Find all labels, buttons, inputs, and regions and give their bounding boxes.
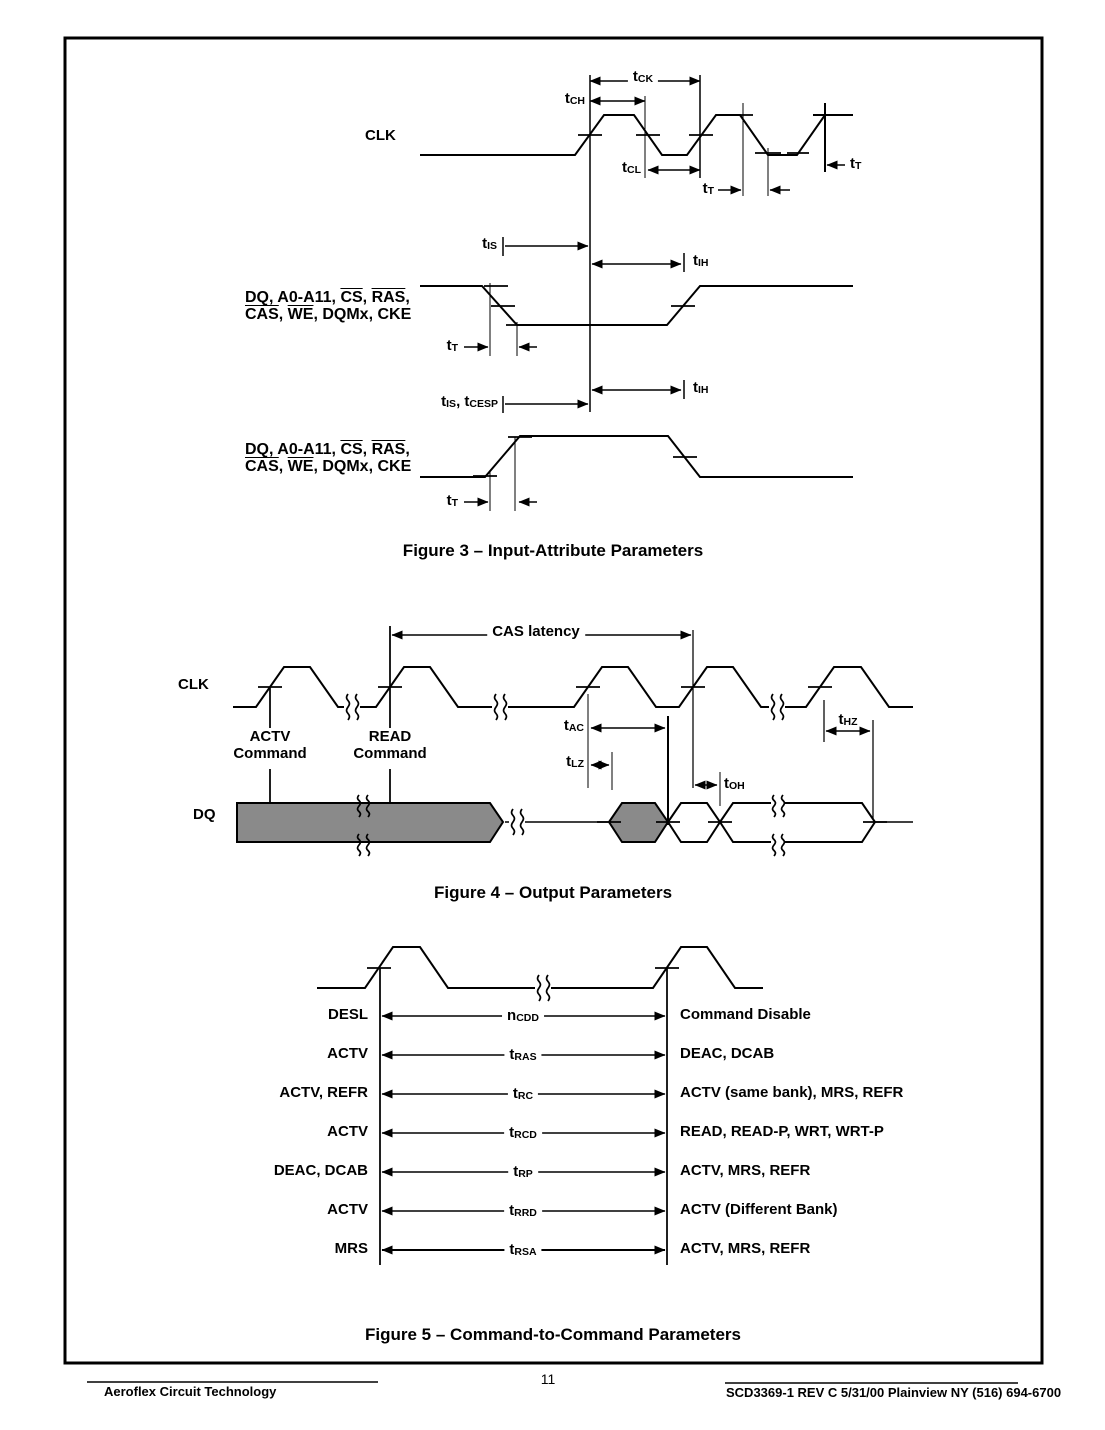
fig3-bus2-label: DQ, A0-A11, CS, RAS, CAS, WE, DQMx, CKE	[245, 441, 411, 475]
clk-break-marks	[344, 693, 785, 721]
fig5-row-from: ACTV	[327, 1123, 368, 1140]
footer-docref: SCD3369-1 REV C 5/31/00 Plainview NY (51…	[726, 1385, 1062, 1400]
fig5-row-from: ACTV, REFR	[279, 1084, 368, 1101]
fig3-tt-label-bus2: tT	[446, 492, 458, 509]
bus-label-line2: CAS, WE, DQMx, CKE	[245, 458, 412, 475]
fig3-bus2-waveform	[420, 435, 853, 478]
fig5-row-to: ACTV, MRS, REFR	[680, 1240, 811, 1257]
fig3-clk-waveform	[420, 114, 826, 156]
fig3-tis-tcesp-label: tIS, tCESP	[441, 393, 498, 410]
figure5-caption: Figure 5 – Command-to-Command Parameters	[365, 1325, 741, 1344]
bus-label-line1: DQ, A0-A11, CS, RAS,	[245, 289, 410, 306]
fig3-tt-label-right: tT	[850, 155, 862, 172]
dq-bar-break-marks	[356, 794, 371, 857]
fig5-row-from: DEAC, DCAB	[273, 1162, 368, 1179]
fig5-row-param: tRC	[507, 1085, 539, 1103]
fig4-tlz-label: tLZ	[566, 753, 584, 770]
figure4-art	[233, 626, 913, 857]
fig3-tck-label: tCK	[627, 68, 659, 86]
fig4-toh-label: tOH	[724, 775, 745, 792]
fig4-thz-label: tHZ	[838, 711, 858, 728]
fig5-row-param: tRSA	[504, 1241, 542, 1259]
fig3-tcl-label: tCL	[622, 159, 641, 176]
fig5-row-to: ACTV (Different Bank)	[680, 1201, 838, 1218]
fig5-row-from: MRS	[334, 1240, 368, 1257]
fig5-row-to: READ, READ-P, WRT, WRT-P	[680, 1123, 884, 1140]
fig5-row-to: ACTV, MRS, REFR	[680, 1162, 811, 1179]
fig3-tih-label-2: tIH	[693, 379, 709, 396]
fig3-clk-label: CLK	[365, 127, 396, 144]
fig4-clk-label: CLK	[178, 676, 209, 693]
fig3-tih-label-1: tIH	[693, 252, 709, 269]
fig3-tt-label-bus1: tT	[446, 337, 458, 354]
fig5-row-from: ACTV	[327, 1201, 368, 1218]
figure3-art	[420, 75, 853, 511]
footer-page-number: 11	[540, 1371, 556, 1387]
fig4-dq-bar	[236, 802, 505, 843]
footer-company: Aeroflex Circuit Technology	[104, 1384, 277, 1399]
figure4-caption: Figure 4 – Output Parameters	[433, 883, 673, 902]
fig4-cas-latency-label: CAS latency	[487, 623, 585, 641]
fig5-row-param: tRCD	[504, 1124, 542, 1142]
figure3-caption: Figure 3 – Input-Attribute Parameters	[402, 541, 704, 560]
fig5-row-from: ACTV	[327, 1045, 368, 1062]
page-border	[63, 36, 1044, 1365]
fig5-row-param: nCDD	[502, 1007, 544, 1025]
fig3-tis-label-1: tIS	[482, 235, 497, 252]
bus-label-line1: DQ, A0-A11, CS, RAS,	[245, 441, 410, 458]
fig3-tt-label-left: tT	[702, 180, 714, 197]
fig5-row-param: tRRD	[504, 1202, 542, 1220]
fig5-row-from: DESL	[327, 1006, 368, 1023]
fig5-row-to: ACTV (same bank), MRS, REFR	[680, 1084, 904, 1101]
fig3-bus1-waveform	[420, 285, 853, 326]
fig3-bus1-label: DQ, A0-A11, CS, RAS, CAS, WE, DQMx, CKE	[245, 289, 411, 323]
fig4-tac-label: tAC	[563, 717, 584, 734]
fig5-row-to: Command Disable	[680, 1006, 811, 1023]
fig4-dq-label: DQ	[193, 806, 216, 823]
fig5-row-to: DEAC, DCAB	[680, 1045, 775, 1062]
dq-hex-break-marks	[771, 794, 786, 857]
fig5-row-param: tRAS	[504, 1046, 542, 1064]
bus-label-line2: CAS, WE, DQMx, CKE	[245, 306, 412, 323]
fig5-row-param: tRP	[508, 1163, 538, 1181]
fig4-dq-valid-hex2	[718, 802, 877, 843]
fig3-tch-label: tCH	[564, 90, 585, 107]
